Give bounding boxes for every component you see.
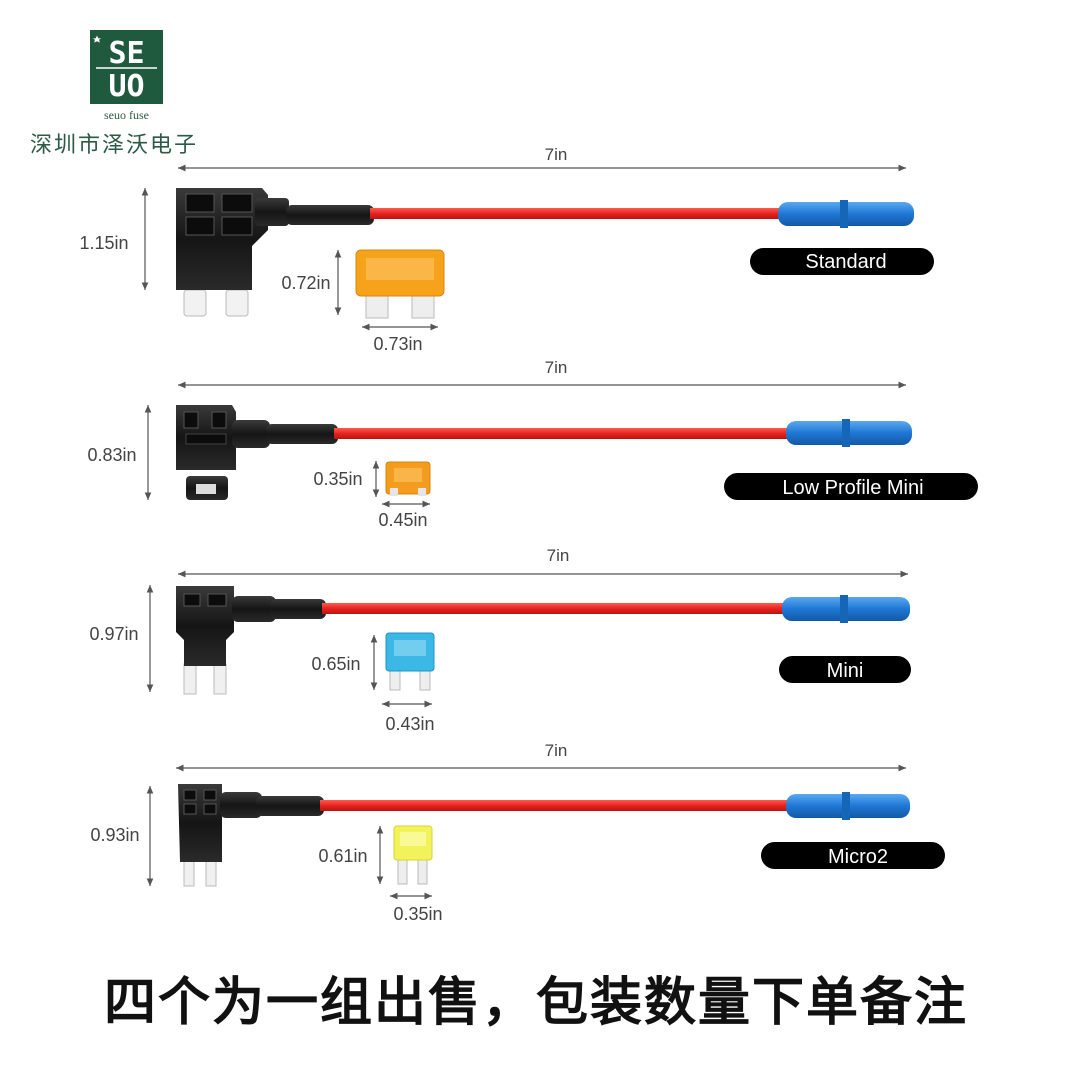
holder-height-label: 0.83in	[87, 445, 136, 465]
holder-height-label: 0.97in	[89, 624, 138, 644]
fuse-blade-standard	[355, 249, 445, 319]
type-label: Mini	[827, 660, 864, 682]
holder-height-label: 0.93in	[90, 825, 139, 845]
logo-top-letters: SE	[108, 36, 144, 71]
fuse-width-label: 0.43in	[385, 714, 434, 734]
footer-caption: 四个为一组出售，包装数量下单备注	[103, 973, 968, 1033]
heat-shrink-sleeve	[270, 599, 326, 619]
brand-logo: SE UO	[90, 30, 163, 104]
red-wire	[320, 800, 788, 811]
brand-logo-mark: SE UO	[90, 30, 163, 104]
fuse-width-label: 0.35in	[393, 904, 442, 924]
row-low-profile-mini: 7in 0.83in 0.35in	[87, 358, 978, 530]
fuse-blade-micro2	[393, 825, 433, 885]
type-label: Low Profile Mini	[782, 477, 923, 499]
row-standard: 7in 1.15in 0.72in	[79, 145, 934, 354]
fuse-width-label: 0.73in	[373, 334, 422, 354]
type-label: Micro2	[828, 846, 888, 868]
logo-caption: seuo fuse	[104, 108, 149, 122]
heat-shrink-sleeve	[256, 796, 324, 816]
fuse-height-label: 0.72in	[281, 273, 330, 293]
fuse-holder	[176, 586, 276, 695]
red-wire	[370, 208, 782, 219]
fuse-height-label: 0.61in	[318, 846, 367, 866]
fuse-width-label: 0.45in	[378, 510, 427, 530]
red-wire	[322, 603, 786, 614]
length-label: 7in	[545, 741, 568, 760]
length-label: 7in	[547, 546, 570, 565]
fuse-tap-diagram: 7in 1.15in 0.72in	[79, 145, 978, 924]
fuse-height-label: 0.65in	[311, 654, 360, 674]
row-mini: 7in 0.97in 0.65in	[89, 546, 911, 734]
fuse-holder	[176, 405, 270, 500]
fuse-blade-mini	[385, 632, 435, 691]
fuse-holder	[178, 784, 262, 887]
row-micro2: 7in 0.93in 0.61in	[90, 741, 945, 924]
fuse-blade-low-profile-mini	[385, 461, 431, 496]
fuse-height-label: 0.35in	[313, 469, 362, 489]
length-label: 7in	[545, 358, 568, 377]
length-label: 7in	[545, 145, 568, 164]
type-label: Standard	[805, 251, 886, 273]
holder-height-label: 1.15in	[79, 233, 128, 253]
logo-bottom-letters: UO	[108, 69, 144, 104]
type-label-pill	[724, 473, 978, 500]
type-label-pill	[779, 656, 911, 683]
type-label-pill	[750, 248, 934, 275]
company-name: 深圳市泽沃电子	[30, 133, 199, 158]
heat-shrink-sleeve	[266, 424, 338, 444]
red-wire	[334, 428, 790, 439]
fuse-holder	[176, 188, 289, 317]
type-label-pill	[761, 842, 945, 869]
heat-shrink-sleeve	[286, 205, 374, 225]
